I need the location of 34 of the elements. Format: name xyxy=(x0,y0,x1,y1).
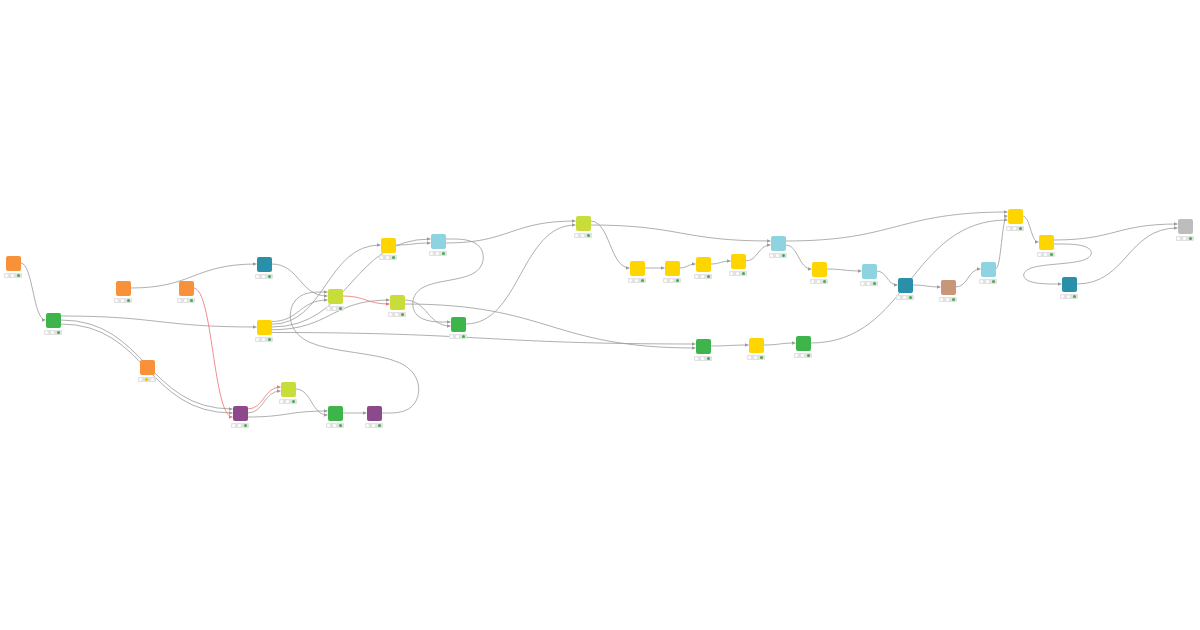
workflow-node xyxy=(1038,234,1054,250)
workflow-node xyxy=(1061,276,1077,292)
workflow-node xyxy=(795,335,811,351)
workflow-node xyxy=(115,280,131,296)
workflow-node xyxy=(695,338,711,354)
workflow-node xyxy=(664,260,680,276)
workflow-node xyxy=(380,237,396,253)
workflow-node xyxy=(1007,208,1023,224)
workflow-node xyxy=(695,256,711,272)
workflow-node xyxy=(1177,218,1193,234)
workflow-node xyxy=(629,260,645,276)
workflow-node xyxy=(730,253,746,269)
workflow-node xyxy=(256,319,272,335)
workflow-node xyxy=(256,256,272,272)
workflow-node xyxy=(178,280,194,296)
workflow-node xyxy=(45,312,61,328)
workflow-node xyxy=(980,261,996,277)
workflow-node xyxy=(748,337,764,353)
workflow-node xyxy=(366,405,382,421)
workflow-node xyxy=(450,316,466,332)
workflow-node xyxy=(232,405,248,421)
workflow-node xyxy=(389,294,405,310)
workflow-node xyxy=(430,233,446,249)
workflow-node xyxy=(940,279,956,295)
workflow-node xyxy=(327,288,343,304)
workflow-node xyxy=(861,263,877,279)
workflow-node xyxy=(770,235,786,251)
workflow-node xyxy=(327,405,343,421)
workflow-node xyxy=(280,381,296,397)
workflow-node xyxy=(575,215,591,231)
workflow-node xyxy=(811,261,827,277)
workflow-node xyxy=(139,359,155,375)
workflow-node xyxy=(5,255,21,271)
workflow-node xyxy=(897,277,913,293)
